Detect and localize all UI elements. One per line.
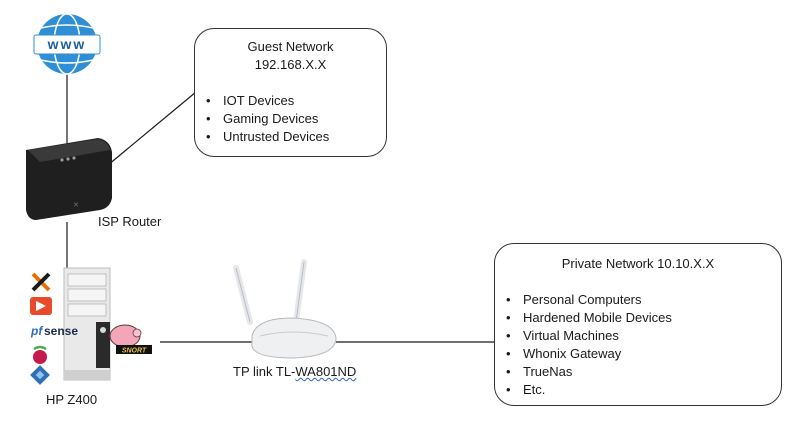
guest-network-list: IOT Devices Gaming Devices Untrusted Dev… [195,92,386,146]
svg-text:✕: ✕ [73,202,79,209]
svg-text:SNORT: SNORT [122,348,147,355]
tp-link-label: TP link TL-WA801ND [233,364,356,379]
virtualbox-logo-icon [30,365,50,385]
list-item: Etc. [503,381,781,399]
svg-text:sense: sense [44,324,78,338]
connector-router-guest [107,91,197,166]
guest-network-subnet: 192.168.X.X [254,57,327,72]
tp-link-access-point-icon [233,259,337,359]
snort-logo-icon: SNORT [109,324,152,355]
list-item: Virtual Machines [503,327,781,345]
list-item: Gaming Devices [203,110,386,128]
list-item: Untrusted Devices [203,128,386,146]
hp-z400-workstation-icon [63,267,111,381]
isp-router-icon: ✕ [26,138,112,220]
list-item: TrueNas [503,363,781,381]
private-network-title: Private Network 10.10.X.X [561,256,715,271]
pfsense-logo-icon: pf sense [30,324,78,338]
proxmox-backup-logo-icon [30,297,52,315]
internet-globe-icon: www [33,13,101,75]
guest-network-title: Guest Network [247,39,334,54]
list-item: IOT Devices [203,92,386,110]
private-network-box: Private Network 10.10.X.X Personal Compu… [494,243,782,406]
globe-www-text: www [47,36,87,52]
private-network-list: Personal Computers Hardened Mobile Devic… [495,291,781,399]
isp-router-label: ISP Router [98,214,162,229]
guest-network-box: Guest Network 192.168.X.X IOT Devices Ga… [194,28,387,157]
list-item: Personal Computers [503,291,781,309]
proxmox-logo-icon [31,272,51,292]
raspberry-logo-icon [33,345,47,364]
tp-link-label-model: WA801ND [295,364,357,379]
hp-z400-label: HP Z400 [46,392,98,407]
list-item: Whonix Gateway [503,345,781,363]
list-item: Hardened Mobile Devices [503,309,781,327]
svg-text:pf: pf [30,324,43,338]
tp-link-label-prefix: TP link TL- [233,364,296,379]
